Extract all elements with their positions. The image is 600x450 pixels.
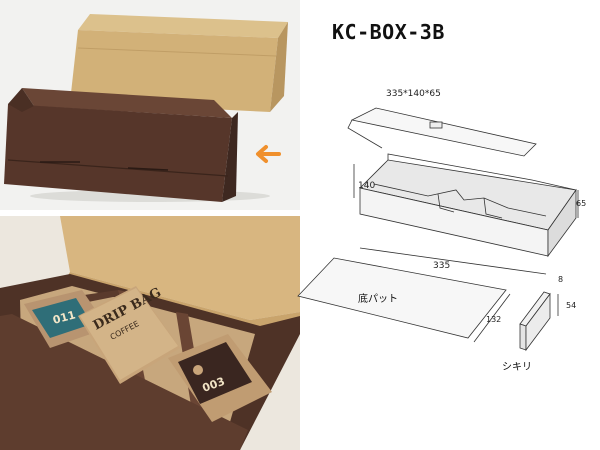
kraft-box	[70, 14, 288, 112]
box-length-label: 335	[433, 261, 450, 271]
divider-drawing	[519, 291, 559, 352]
box-depth-label: 140	[358, 181, 375, 191]
box-height-label: 65	[576, 199, 586, 208]
overall-dims: 335*140*65	[386, 89, 441, 99]
open-box-photo: 011 DRIP BAG COFFEE 003	[0, 216, 300, 450]
brown-box	[4, 88, 238, 202]
divider-label: シキリ	[502, 362, 532, 373]
closed-boxes-photo	[0, 0, 300, 210]
divider-thickness-label: 8	[558, 275, 563, 284]
coffee-pack-right: 003	[168, 334, 272, 422]
product-title: KC-BOX-3B	[332, 20, 445, 44]
coffee-pack-left: 011	[24, 290, 108, 348]
box-drawing	[347, 107, 579, 275]
arrow-left-icon	[256, 145, 281, 163]
pack-left-number: 011	[51, 308, 77, 327]
open-lid	[60, 216, 300, 320]
divider-height-label: 54	[566, 301, 576, 310]
technical-diagram: 335*140*65 140 65 335 底パット 132	[297, 89, 586, 373]
pad-width-label: 132	[486, 315, 501, 324]
bottom-pad-drawing	[297, 257, 511, 343]
bottom-pad-label: 底パット	[358, 292, 398, 305]
